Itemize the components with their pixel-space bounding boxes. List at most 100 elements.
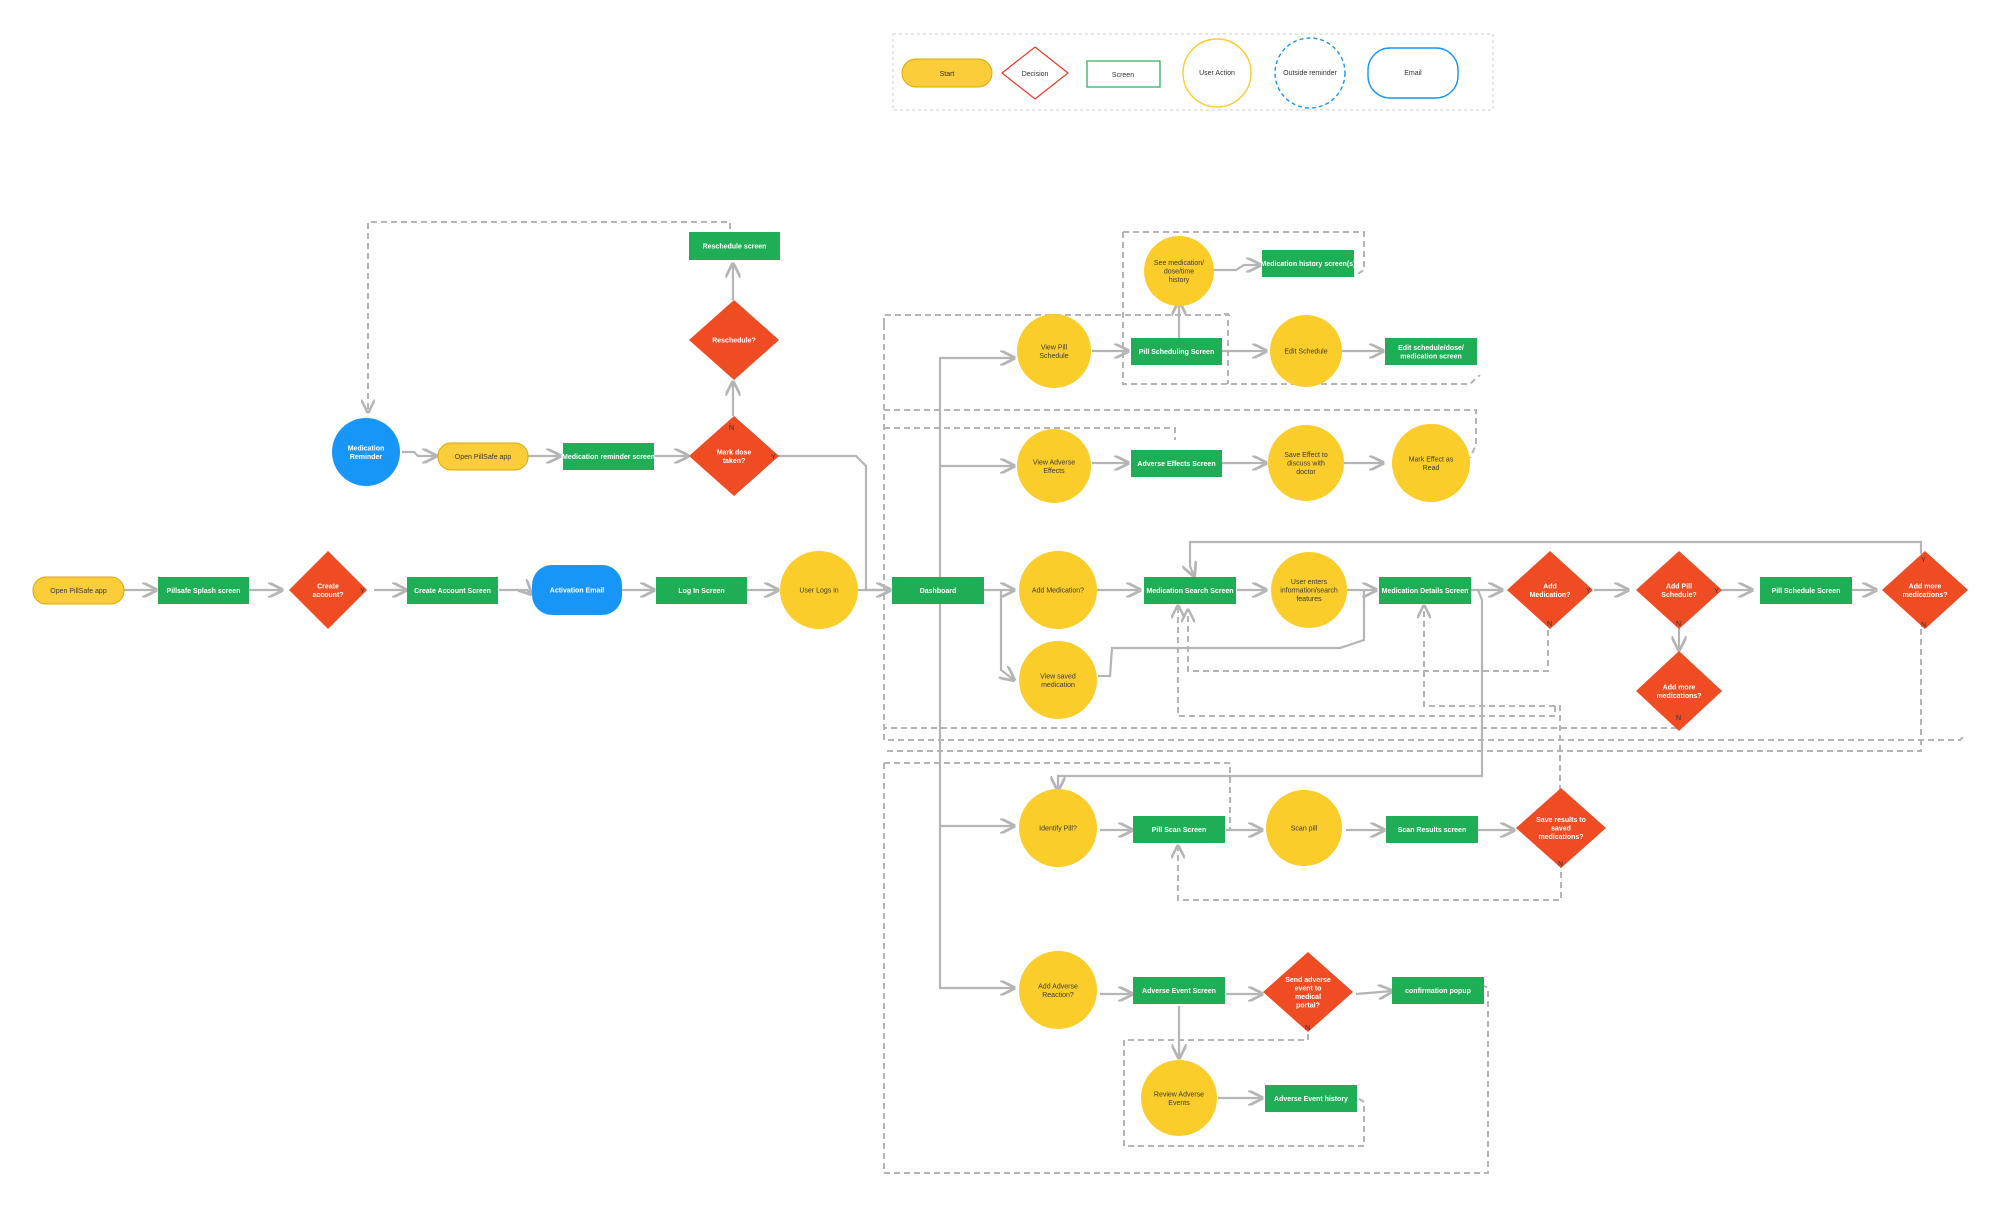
node-pill-scheduling-screen[interactable] [1131, 338, 1222, 365]
node-label-scan-pill: Scan pill [1291, 826, 1318, 833]
legend-screen-label: Screen [1112, 72, 1134, 79]
node-scan-pill[interactable] [1266, 790, 1342, 866]
node-edit-schedule-screen[interactable] [1385, 338, 1477, 365]
node-user-enters-info[interactable] [1271, 552, 1347, 628]
node-label-line: Edit schedule/dose/ [1398, 345, 1464, 352]
node-splash-screen[interactable] [158, 577, 249, 604]
node-label-line: Reaction? [1042, 992, 1074, 999]
node-pill-scan-screen[interactable] [1133, 816, 1225, 843]
node-label-line: Create Account Screen [414, 588, 491, 595]
branch-yes-add-pill-schedule: Y [1714, 588, 1719, 595]
node-see-medication-history[interactable] [1144, 236, 1214, 306]
node-label-line: Add Adverse [1038, 983, 1078, 990]
legend-start-shape [901, 58, 993, 88]
node-add-adverse-reaction[interactable] [1019, 951, 1097, 1029]
node-medication-reminder[interactable] [332, 418, 400, 486]
node-user-logs-in[interactable] [780, 551, 858, 629]
node-activation-email[interactable] [532, 565, 622, 615]
node-reschedule-screen[interactable] [689, 232, 780, 260]
node-label-line: Identify Pill? [1039, 826, 1077, 833]
node-mark-effect-read[interactable] [1392, 424, 1470, 502]
node-identify-pill[interactable] [1019, 789, 1097, 867]
node-login-screen[interactable] [656, 577, 747, 604]
node-medication-details-screen[interactable] [1379, 577, 1471, 604]
node-label-line: saved [1551, 826, 1571, 833]
node-medication-reminder-screen[interactable] [563, 443, 654, 470]
node-create-account-decision[interactable] [289, 551, 367, 629]
node-add-medication-action[interactable] [1019, 551, 1097, 629]
node-add-more-medications-2[interactable] [1636, 651, 1722, 731]
node-adverse-event-history[interactable] [1265, 1085, 1357, 1112]
node-edit-schedule[interactable] [1270, 315, 1342, 387]
node-open-app-start[interactable] [32, 576, 125, 605]
node-reschedule-decision[interactable] [689, 300, 779, 380]
node-label-line: history [1169, 277, 1190, 284]
node-save-effect[interactable] [1268, 425, 1344, 501]
node-label-line: Edit Schedule [1284, 349, 1327, 356]
node-label-line: Read [1423, 465, 1440, 472]
node-label-user-logs-in: User Logs in [799, 588, 838, 595]
node-label-activation-email: Activation Email [550, 588, 605, 595]
node-label-medication-reminder-screen: Medication reminder screen [562, 454, 655, 461]
node-add-pill-schedule-decision[interactable] [1636, 551, 1722, 629]
node-label-open-app-reminder: Open PillSafe app [455, 454, 512, 461]
node-scan-results-screen[interactable] [1386, 816, 1478, 843]
node-pill-schedule-screen[interactable] [1760, 577, 1852, 604]
node-label-line: See medication/ [1154, 260, 1204, 267]
node-label-line: Create [317, 583, 339, 590]
node-label-line: Scan pill [1291, 826, 1318, 833]
node-label-line: Save results to [1536, 817, 1586, 824]
branch-no-add-medication: N [1547, 621, 1552, 628]
branch-yes-add-medication: Y [1586, 588, 1591, 595]
branch-no-save-results: N [1558, 861, 1563, 868]
node-label-identify-pill: Identify Pill? [1039, 826, 1077, 833]
node-label-line: Add Medication? [1032, 588, 1084, 595]
node-review-adverse-events[interactable] [1141, 1060, 1217, 1136]
node-label-line: discuss with [1287, 461, 1325, 468]
node-label-open-app-start: Open PillSafe app [50, 588, 107, 595]
node-label-line: Add more [1663, 684, 1696, 691]
node-create-account-screen[interactable] [407, 577, 498, 604]
node-label-splash-screen: Pillsafe Splash screen [167, 588, 241, 595]
node-send-adverse-event[interactable] [1263, 952, 1353, 1032]
node-adverse-event-screen[interactable] [1133, 977, 1225, 1004]
node-add-medication-decision[interactable] [1507, 551, 1593, 629]
node-medication-search-screen[interactable] [1144, 577, 1236, 604]
legend-user-action-label: User Action [1199, 70, 1235, 77]
node-dashboard[interactable] [892, 577, 984, 604]
node-add-more-medications-1[interactable] [1882, 551, 1968, 629]
legend-outside-reminder-shape [1274, 37, 1346, 109]
node-label-line: Medication reminder screen [562, 454, 655, 461]
node-save-results-decision[interactable] [1516, 788, 1606, 868]
node-label-pill-schedule-screen: Pill Schedule Screen [1772, 588, 1841, 595]
node-label-reschedule-decision: Reschedule? [712, 338, 756, 345]
node-confirmation-popup[interactable] [1392, 977, 1484, 1004]
node-medication-history-screen[interactable] [1262, 250, 1354, 277]
node-mark-dose-taken[interactable] [689, 416, 779, 496]
node-label-medication-search-screen: Medication Search Screen [1146, 588, 1233, 595]
node-label-line: Send adverse [1285, 977, 1331, 984]
node-view-saved-medication[interactable] [1019, 641, 1097, 719]
branch-yes-mark-dose: Y [771, 454, 776, 461]
node-view-adverse-effects[interactable] [1017, 429, 1091, 503]
legend: Start Decision Screen User Action Outsid… [892, 33, 1494, 111]
node-adverse-effects-screen[interactable] [1131, 450, 1222, 477]
node-label-line: Adverse Effects Screen [1137, 461, 1215, 468]
node-open-app-reminder[interactable] [437, 442, 529, 471]
branch-no-send-adverse: N [1305, 1025, 1310, 1032]
node-view-pill-schedule[interactable] [1017, 314, 1091, 388]
node-label-line: Add [1543, 583, 1557, 590]
node-label-line: Schedule [1039, 353, 1068, 360]
node-label-line: Pill Scheduling Screen [1139, 349, 1214, 356]
branch-no-add-pill-schedule: N [1676, 621, 1681, 628]
